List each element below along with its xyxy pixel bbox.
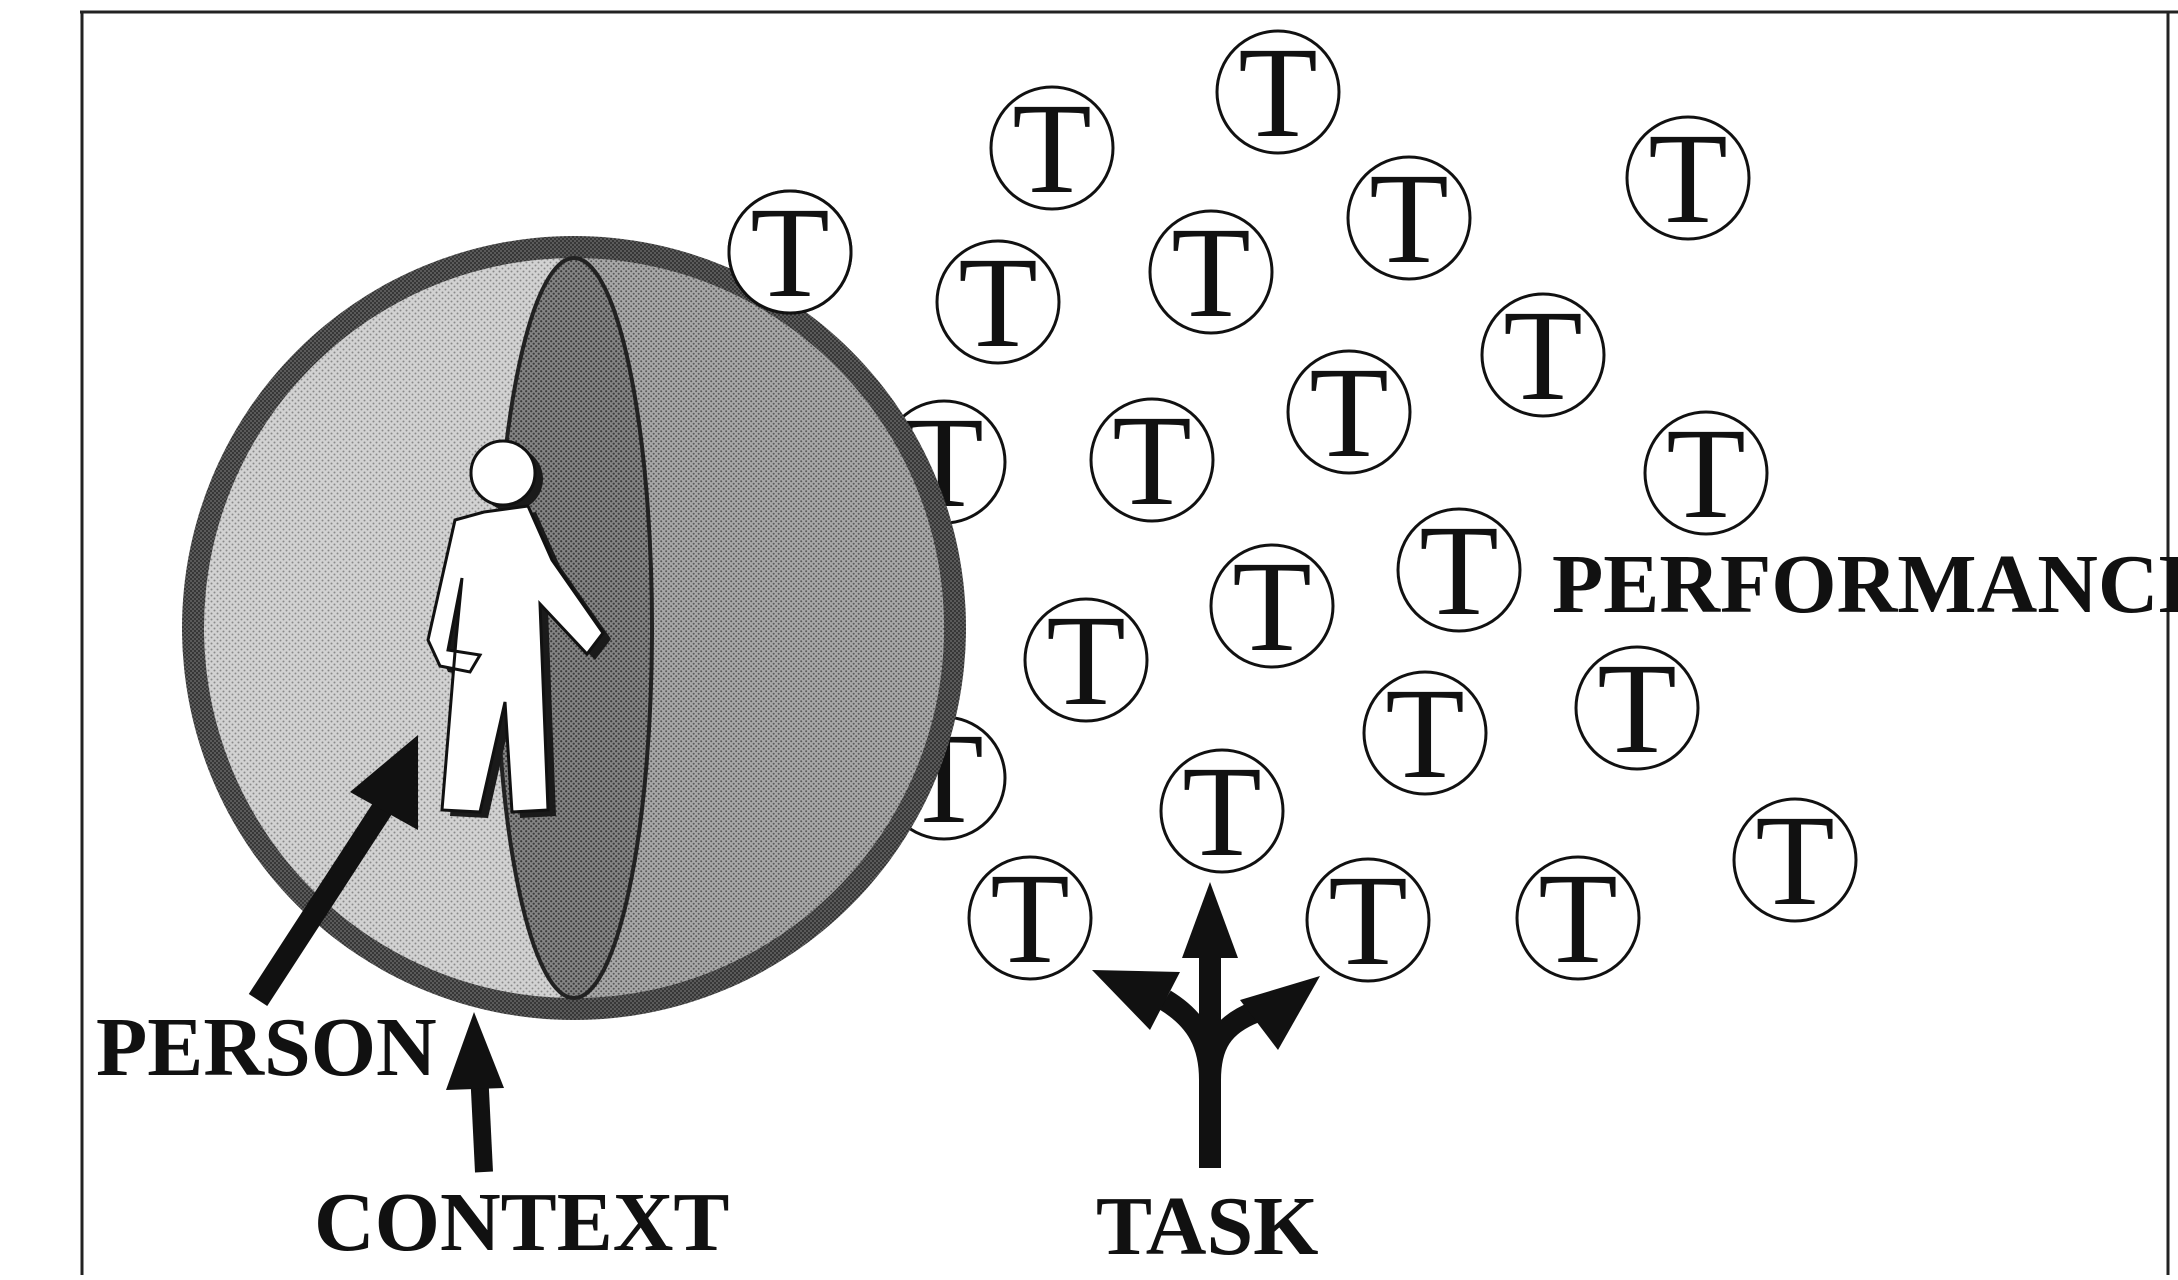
task-symbol: T: [750, 181, 829, 325]
task-circle-16: T: [1362, 662, 1488, 806]
task-circle-5: T: [1346, 147, 1472, 291]
task-circle-outline: [1732, 797, 1858, 923]
task-circle-outline: [727, 189, 853, 315]
task-symbol: T: [1419, 499, 1498, 643]
task-circle-6: T: [1148, 201, 1274, 345]
person-figure: [426, 439, 611, 818]
task-circle-outline: [1480, 292, 1606, 418]
task-circle-8: T: [1480, 284, 1606, 428]
task-circle-outline: [1396, 507, 1522, 633]
task-circle-10: T: [1089, 389, 1215, 533]
task-circle-outline: [1643, 410, 1769, 536]
task-circle-15: T: [1574, 637, 1700, 781]
task-symbol: T: [1046, 589, 1125, 733]
task-label: TASK: [1096, 1180, 1319, 1273]
task-circle-outline: [1209, 543, 1335, 669]
task-circle-7: T: [935, 231, 1061, 375]
person-label: PERSON: [96, 1001, 437, 1094]
task-circle-11: T: [1643, 402, 1769, 546]
task-circle-19: T: [967, 847, 1093, 991]
task-circle-1: T: [1215, 21, 1341, 165]
person-head: [469, 439, 537, 507]
task-circle-overlap: T: [727, 181, 853, 325]
task-circle-21: T: [1515, 847, 1641, 991]
task-circle-3: T: [1625, 107, 1751, 251]
task-symbol: T: [1503, 284, 1582, 428]
sphere-right-half: [560, 258, 944, 998]
task-circle-13: T: [1209, 535, 1335, 679]
context-label: CONTEXT: [314, 1176, 729, 1269]
task-symbol: T: [958, 231, 1037, 375]
task-circle-outline: [1286, 349, 1412, 475]
task-circle-outline: [1362, 670, 1488, 796]
task-circle-2: T: [989, 77, 1115, 221]
task-symbol: T: [1648, 107, 1727, 251]
task-symbol: T: [1012, 77, 1091, 221]
task-symbol: T: [990, 847, 1069, 991]
task-circle-outline: [1215, 29, 1341, 155]
task-circle-14: T: [1023, 589, 1149, 733]
task-circle-outline: [935, 239, 1061, 365]
task-symbol: T: [1385, 662, 1464, 806]
task-symbol: T: [1666, 402, 1745, 546]
task-circle-outline: [1089, 397, 1215, 523]
task-circle-outline: [1346, 155, 1472, 281]
task-circle-12: T: [1396, 499, 1522, 643]
context-arrow: [446, 1012, 504, 1173]
task-symbol: T: [1597, 637, 1676, 781]
task-symbol: T: [1171, 201, 1250, 345]
task-circle-outline: [1625, 115, 1751, 241]
task-circle-outline: [989, 85, 1115, 211]
performance-label: PERFORMANCE: [1552, 538, 2178, 631]
task-symbol: T: [1182, 740, 1261, 884]
task-circle-outline: [1159, 748, 1285, 874]
task-circle-20: T: [1305, 849, 1431, 993]
task-circle-outline: [1574, 645, 1700, 771]
person-arrow: [248, 735, 418, 1006]
task-circle-outline: [1023, 597, 1149, 723]
task-symbol: T: [1369, 147, 1448, 291]
task-arrows: [1092, 882, 1320, 1168]
task-symbol: T: [1238, 21, 1317, 165]
task-symbol: T: [1112, 389, 1191, 533]
task-circle-outline: [1515, 855, 1641, 981]
task-circle-outline: [1148, 209, 1274, 335]
task-symbol: T: [1538, 847, 1617, 991]
task-circle-outline: [1305, 857, 1431, 983]
task-circle-9: T: [1286, 341, 1412, 485]
task-symbol: T: [1232, 535, 1311, 679]
task-circle-outline: [967, 855, 1093, 981]
task-symbol: T: [1328, 849, 1407, 993]
task-circle-17: T: [1159, 740, 1285, 884]
person-body: [426, 504, 605, 814]
task-symbol: T: [1755, 789, 1834, 933]
task-circle-18: T: [1732, 789, 1858, 933]
task-symbol: T: [1309, 341, 1388, 485]
